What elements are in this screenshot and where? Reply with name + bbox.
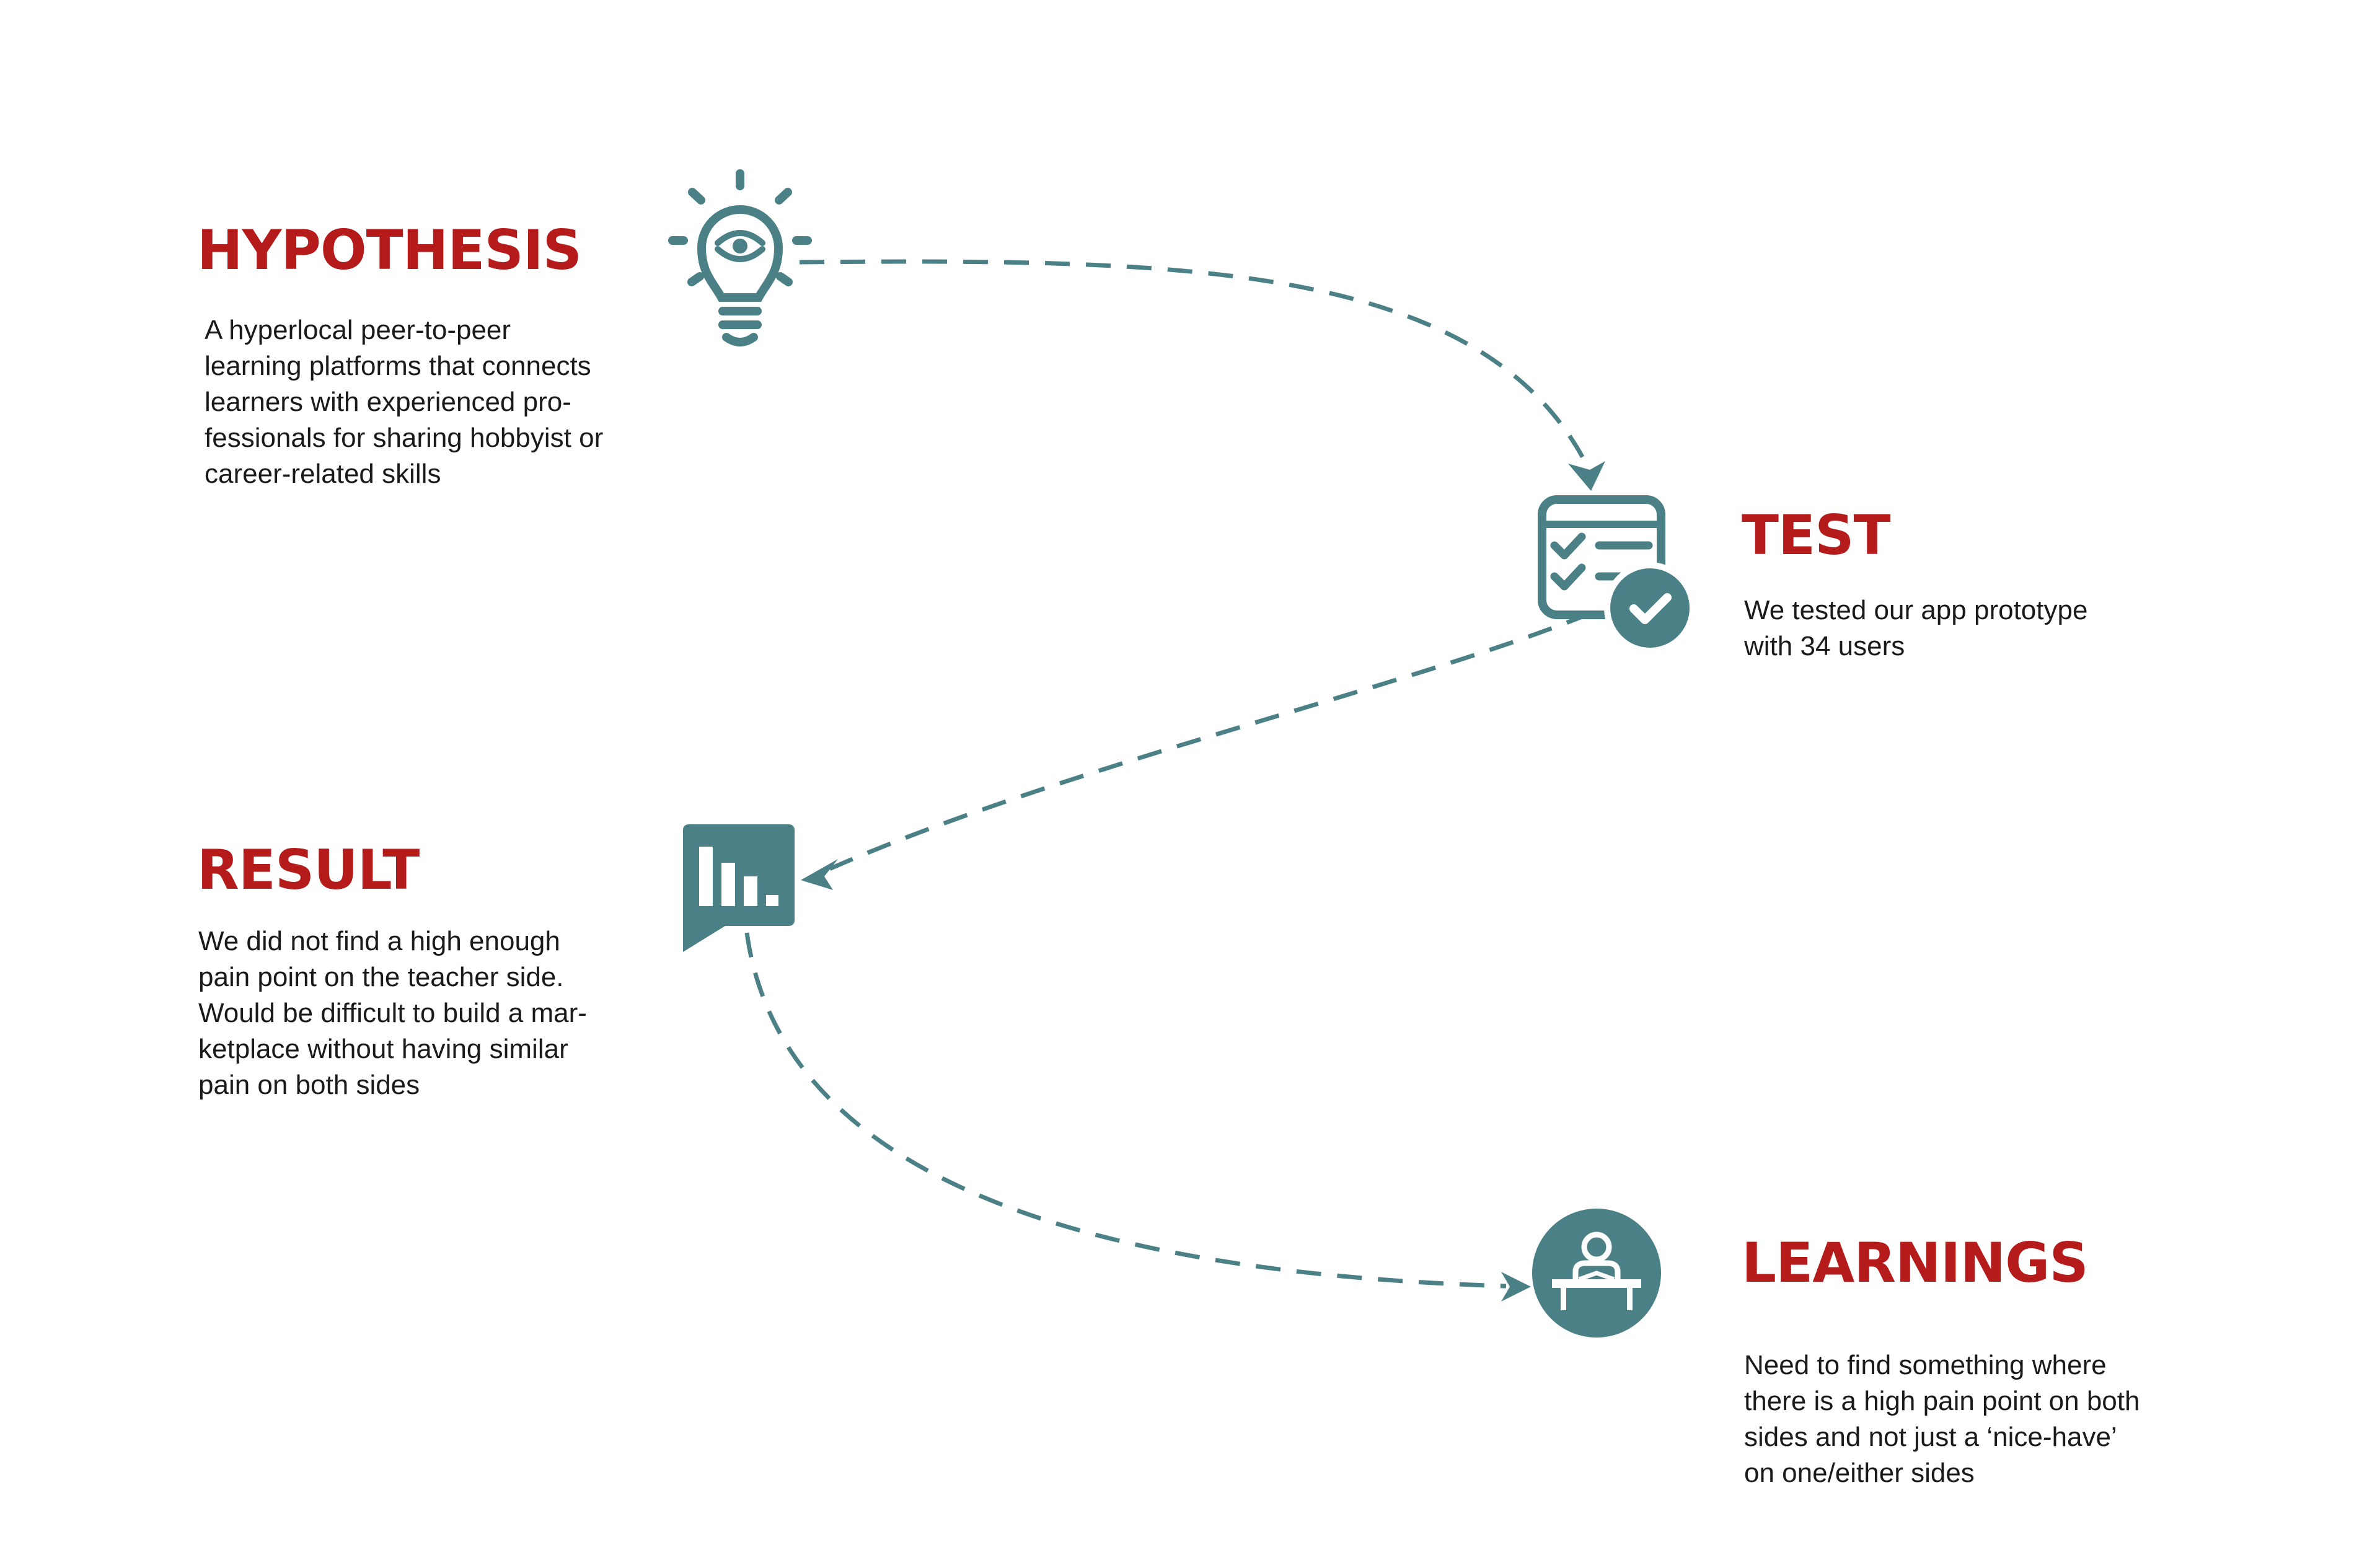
connector-test-to-result [817,611,1591,876]
bar-chart-icon [683,824,795,952]
result-title: RESULT [197,838,420,902]
connector-result-to-learnings [744,932,1507,1289]
test-title: TEST [1742,503,1891,567]
arrowhead-learnings [1501,1272,1531,1302]
arrowhead-result [801,859,838,890]
student-desk-icon [1532,1209,1661,1338]
checklist-icon [1538,495,1696,654]
learnings-text: Need to find something where there is a … [1744,1350,2140,1488]
learnings-title: LEARNINGS [1742,1231,2089,1295]
connector-hypothesis-to-test [799,259,1592,472]
hypothesis-text: A hyperlocal peer-to-peer learning platf… [205,315,604,489]
test-text: We tested our app prototype with 34 user… [1744,595,2088,661]
hypothesis-title: HYPOTHESIS [197,218,582,282]
arrowhead-test [1568,461,1605,491]
lightbulb-icon [668,169,812,346]
result-text: We did not find a high enough pain point… [198,926,587,1100]
